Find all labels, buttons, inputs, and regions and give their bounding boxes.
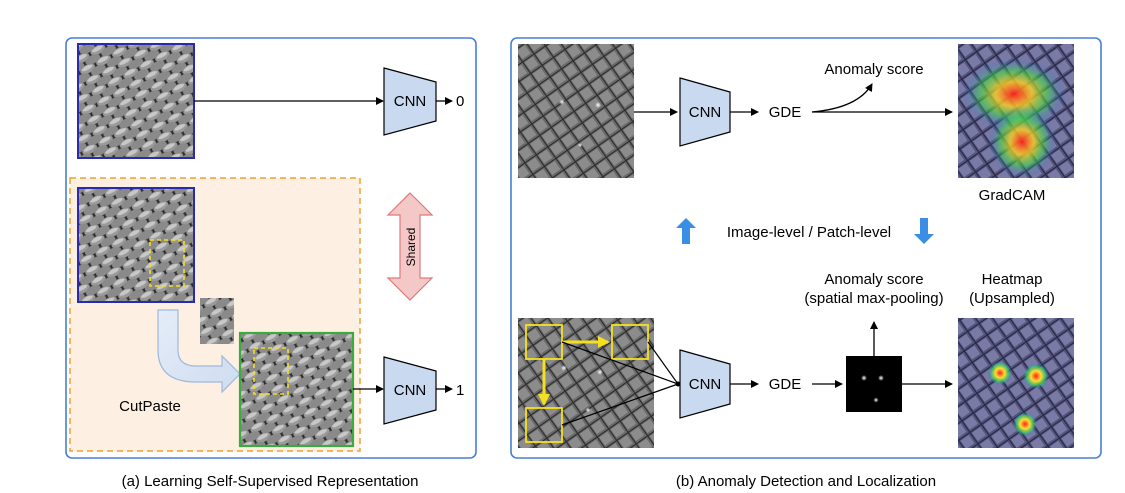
cutpaste-curved-arrow bbox=[157, 309, 241, 394]
normal-image-source bbox=[77, 187, 195, 303]
cnn-block-top bbox=[383, 67, 437, 136]
level-label: Image-level / Patch-level bbox=[727, 224, 891, 241]
heatmap-spot bbox=[1013, 412, 1037, 436]
output-one: 1 bbox=[456, 382, 464, 399]
arrow-down-icon bbox=[914, 218, 934, 244]
shared-double-arrow bbox=[386, 192, 434, 301]
patch-to-cnn-line bbox=[561, 383, 679, 426]
test-image-bottom bbox=[518, 318, 654, 448]
test-image-top bbox=[518, 44, 634, 178]
arrow-up-icon bbox=[676, 218, 696, 244]
cut-patch-box bbox=[149, 239, 185, 287]
defect-mark bbox=[559, 99, 565, 105]
pasted-patch-box bbox=[253, 347, 289, 395]
patch-join-point bbox=[675, 381, 681, 387]
anomaly-score-top: Anomaly score bbox=[824, 61, 923, 78]
gde-label-top: GDE bbox=[769, 104, 802, 121]
cnn-block-bottom bbox=[383, 356, 437, 425]
pooling-label: (spatial max-pooling) bbox=[804, 290, 943, 307]
score-peak bbox=[878, 375, 884, 381]
gradcam-heat bbox=[988, 106, 1056, 178]
patch-to-cnn-line bbox=[647, 341, 679, 385]
defect-mark bbox=[577, 142, 583, 148]
cnn-block-b-bottom bbox=[679, 349, 731, 419]
anomaly-score-bottom: Anomaly score bbox=[824, 271, 923, 288]
normal-image-top bbox=[77, 43, 195, 159]
heatmap-label: Heatmap bbox=[982, 271, 1043, 288]
gde-label-bottom: GDE bbox=[769, 376, 802, 393]
defect-mark bbox=[585, 407, 591, 413]
score-peak bbox=[873, 397, 879, 403]
cnn-label-bottom: CNN bbox=[394, 382, 427, 399]
heatmap-spot bbox=[988, 361, 1012, 385]
heatmap-spot bbox=[1023, 363, 1049, 389]
cnn-label-b-bottom: CNN bbox=[689, 376, 722, 393]
cnn-label-b-top: CNN bbox=[689, 104, 722, 121]
cnn-block-b-top bbox=[679, 77, 731, 147]
shared-label: Shared bbox=[404, 228, 418, 267]
score-peak bbox=[861, 375, 867, 381]
output-zero: 0 bbox=[456, 93, 464, 110]
defect-mark bbox=[597, 369, 603, 375]
caption-b: (b) Anomaly Detection and Localization bbox=[676, 473, 936, 490]
augmented-image bbox=[238, 331, 355, 448]
upsampled-label: (Upsampled) bbox=[969, 290, 1055, 307]
cnn-label-top: CNN bbox=[394, 93, 427, 110]
caption-a: (a) Learning Self-Supervised Representat… bbox=[122, 473, 419, 490]
cutpaste-label: CutPaste bbox=[119, 398, 181, 415]
defect-mark bbox=[561, 365, 567, 371]
gradcam-label: GradCAM bbox=[979, 187, 1046, 204]
defect-mark bbox=[595, 102, 601, 108]
arrow-gde-to-score-top bbox=[811, 83, 873, 113]
patch-to-cnn-line bbox=[561, 341, 679, 385]
panel-b-frame bbox=[510, 37, 1102, 459]
score-map bbox=[846, 356, 902, 412]
cut-patch bbox=[200, 298, 234, 344]
